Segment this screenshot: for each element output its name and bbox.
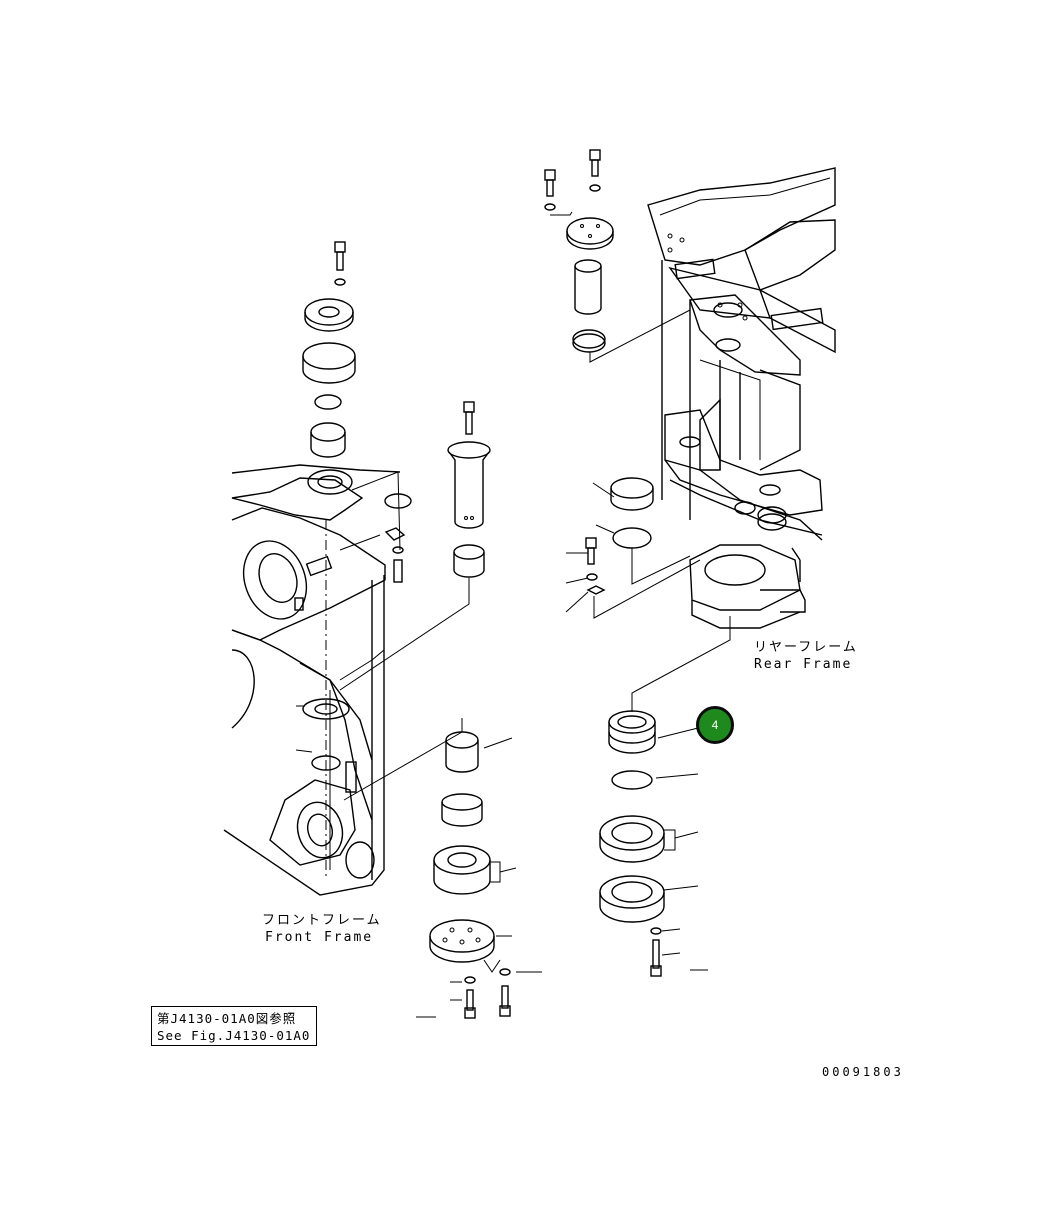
callout-item-4[interactable]: 4 bbox=[696, 706, 734, 744]
drawing-number: 00091803 bbox=[822, 1065, 904, 1079]
reference-note-en: See Fig.J4130-01A0 bbox=[157, 1028, 311, 1043]
rear-frame-label-jp: リヤーフレーム bbox=[754, 640, 858, 655]
front-frame-label-jp: フロントフレーム bbox=[262, 913, 382, 928]
spherical-bearing bbox=[608, 710, 699, 754]
rear-upper-parts bbox=[544, 149, 701, 619]
reference-note-box: 第J4130-01A0図参照 See Fig.J4130-01A0 bbox=[151, 1006, 317, 1046]
rear-frame bbox=[647, 167, 836, 629]
front-frame-label-en: Front Frame bbox=[265, 930, 374, 945]
rear-lower-parts bbox=[599, 616, 731, 977]
rear-frame-label-en: Rear Frame bbox=[754, 657, 853, 672]
bolt bbox=[544, 169, 556, 197]
bolt bbox=[589, 149, 601, 177]
front-upper-parts bbox=[302, 241, 412, 583]
front-center-parts bbox=[339, 401, 542, 1019]
front-frame bbox=[223, 464, 401, 896]
reference-note-jp: 第J4130-01A0図参照 bbox=[157, 1011, 297, 1026]
